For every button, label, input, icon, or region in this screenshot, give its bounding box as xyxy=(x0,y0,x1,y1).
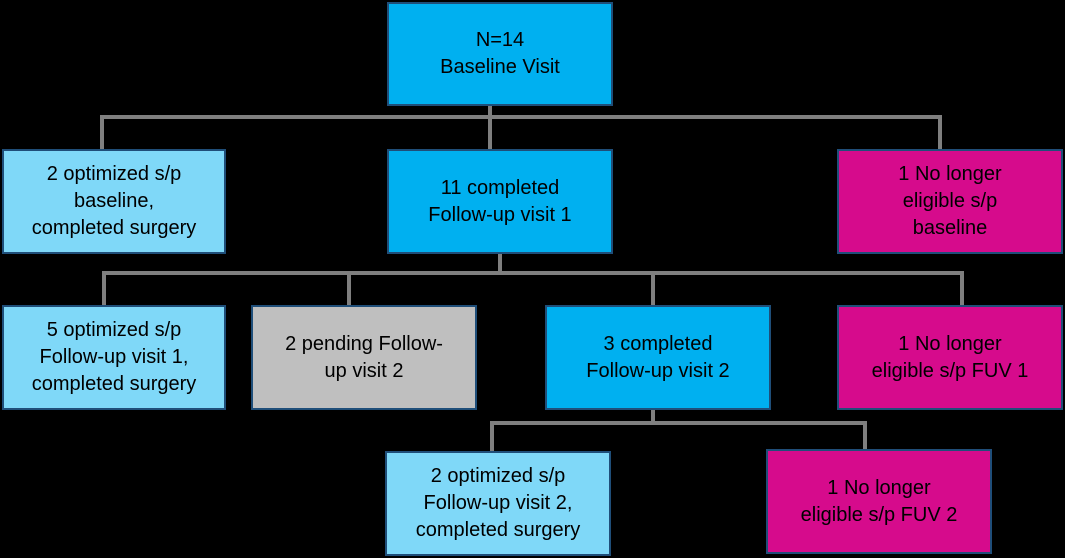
node-line: 1 No longer xyxy=(898,332,1002,355)
node-line: completed surgery xyxy=(415,519,581,541)
node-line: N=14 xyxy=(475,29,525,51)
node-line: eligible s/p FUV 2 xyxy=(800,503,958,526)
node-line: 5 optimized s/p xyxy=(46,319,182,341)
node-line: 3 completed xyxy=(603,332,713,355)
node-completed-fuv2: 3 completed Follow-up visit 2 xyxy=(545,305,771,410)
node-line: Baseline Visit xyxy=(440,56,560,78)
node-line: 2 optimized s/p xyxy=(430,465,566,487)
connector-fuv2-to-level3 xyxy=(490,410,867,451)
node-optimized-baseline: 2 optimized s/p baseline, completed surg… xyxy=(2,149,226,254)
node-line: eligible s/p FUV 1 xyxy=(871,359,1029,382)
node-line: baseline, xyxy=(73,190,155,212)
node-optimized-fuv1: 5 optimized s/p Follow-up visit 1, compl… xyxy=(2,305,226,410)
node-optimized-fuv2: 2 optimized s/p Follow-up visit 2, compl… xyxy=(385,451,611,556)
connector-fuv1-to-level2 xyxy=(102,254,964,305)
node-ineligible-fuv1: 1 No longer eligible s/p FUV 1 xyxy=(837,305,1063,410)
node-line: Follow-up visit 2, xyxy=(423,492,573,514)
node-line: completed surgery xyxy=(31,217,197,239)
node-line: 1 No longer xyxy=(827,476,931,499)
connector-baseline-to-level1 xyxy=(100,106,942,149)
node-line: eligible s/p xyxy=(902,190,998,212)
node-line: completed surgery xyxy=(31,373,197,395)
node-line: baseline xyxy=(912,217,988,239)
node-line: 2 pending Follow- xyxy=(285,332,443,355)
node-line: 2 optimized s/p xyxy=(46,163,182,185)
node-pending-fuv2: 2 pending Follow- up visit 2 xyxy=(251,305,477,410)
node-line: Follow-up visit 1, xyxy=(39,346,189,368)
node-line: Follow-up visit 1 xyxy=(428,203,572,226)
node-line: 1 No longer xyxy=(898,163,1002,185)
node-line: up visit 2 xyxy=(324,359,404,382)
node-baseline-visit: N=14 Baseline Visit xyxy=(387,2,613,106)
node-ineligible-baseline: 1 No longer eligible s/p baseline xyxy=(837,149,1063,254)
node-line: 11 completed xyxy=(440,176,560,199)
node-line: Follow-up visit 2 xyxy=(586,359,730,382)
node-ineligible-fuv2: 1 No longer eligible s/p FUV 2 xyxy=(766,449,992,554)
node-completed-fuv1: 11 completed Follow-up visit 1 xyxy=(387,149,613,254)
